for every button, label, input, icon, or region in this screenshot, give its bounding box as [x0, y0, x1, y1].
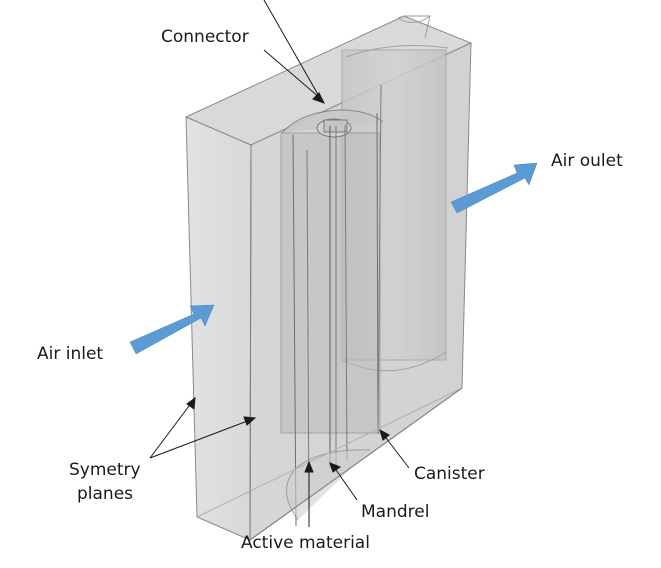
symmetry-plane-left	[185, 116, 252, 541]
symmetry-leader-2	[149, 419, 251, 459]
label-connector: Connector	[161, 27, 249, 47]
label-symmetry-planes-line2: planes	[77, 484, 133, 504]
label-mandrel: Mandrel	[361, 502, 429, 522]
canister-section	[280, 109, 384, 527]
annotation-leaders	[149, 0, 410, 527]
label-canister: Canister	[414, 464, 485, 484]
label-air-inlet: Air inlet	[37, 344, 103, 364]
label-air-outlet: Air oulet	[551, 151, 623, 171]
symmetry-leader-1	[149, 401, 193, 459]
connector-arrowhead	[312, 92, 326, 104]
mandrel-leader	[333, 466, 358, 501]
air-inlet-arrow	[129, 304, 215, 355]
canister-leader	[382, 433, 410, 469]
symmetry-plane-front	[196, 84, 463, 541]
connector-leader	[263, 0, 321, 99]
label-active-material: Active material	[241, 533, 370, 553]
label-symmetry-planes-line1: Symetry	[69, 460, 141, 480]
air-outlet-arrow	[450, 162, 538, 214]
